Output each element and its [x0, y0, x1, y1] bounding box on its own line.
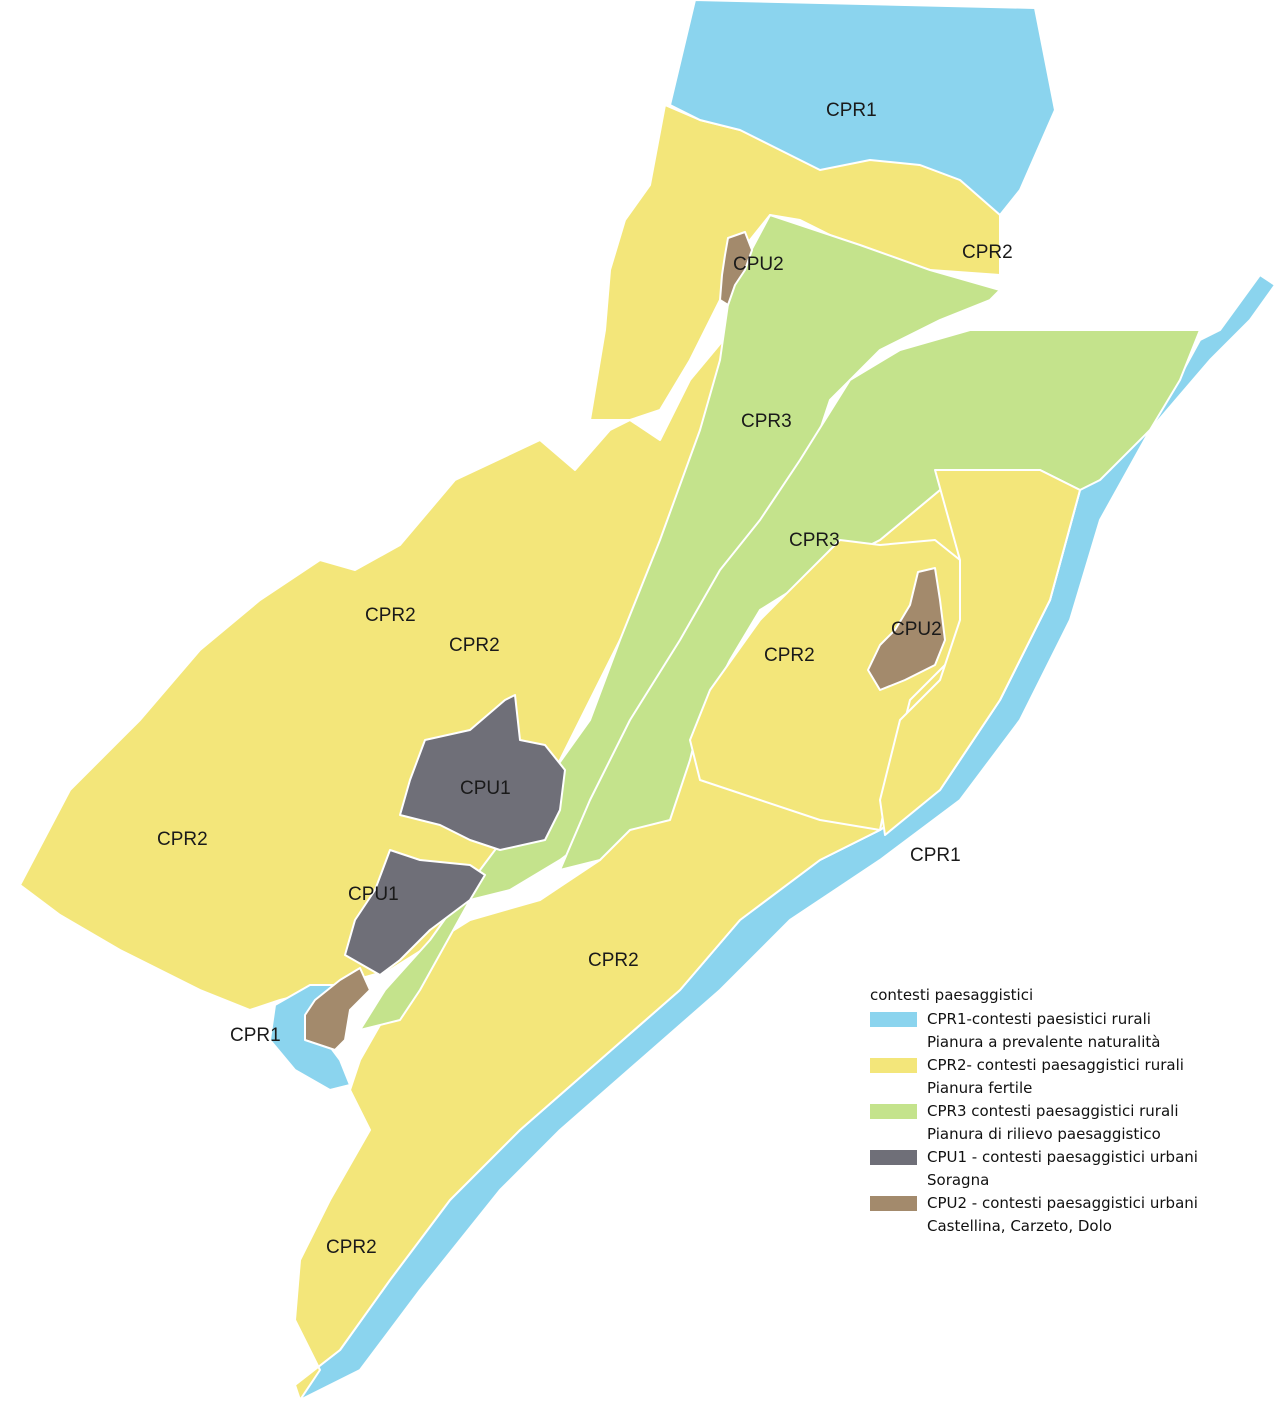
legend-item-cpr2: CPR2- contesti paesaggistici rurali Pian…: [870, 1054, 1270, 1100]
label-cpu1-b: CPU1: [348, 884, 399, 905]
label-cpr1-left: CPR1: [230, 1025, 281, 1046]
legend-swatch-cpu1: [870, 1150, 917, 1165]
label-cpr3-a: CPR3: [741, 411, 792, 432]
label-cpr3-b: CPR3: [789, 530, 840, 551]
label-cpr2-right: CPR2: [764, 645, 815, 666]
label-cpr1-right: CPR1: [910, 845, 961, 866]
zone-cpr1-top: [669, 0, 1056, 216]
label-cpu1-a: CPU1: [460, 778, 511, 799]
zone-cpu1-lower: [344, 849, 486, 976]
legend-swatch-cpu2: [870, 1196, 917, 1211]
label-cpu2-right: CPU2: [891, 619, 942, 640]
legend-sublabel: Castellina, Carzeto, Dolo: [927, 1217, 1112, 1235]
legend-item-cpr3: CPR3 contesti paesaggistici rurali Pianu…: [870, 1100, 1270, 1146]
label-cpr2-top: CPR2: [962, 242, 1013, 263]
legend-title: contesti paesaggistici: [870, 986, 1034, 1004]
legend-label: CPU2 - contesti paesaggistici urbani: [927, 1194, 1198, 1212]
label-cpr2-west: CPR2: [157, 829, 208, 850]
legend-sublabel: Pianura a prevalente naturalità: [927, 1033, 1161, 1051]
map-legend: contesti paesaggistici CPR1-contesti pae…: [870, 984, 1270, 1238]
zone-cpu2-lower-left: [304, 967, 371, 1051]
legend-swatch-cpr3: [870, 1104, 917, 1119]
legend-label: CPR1-contesti paesistici rurali: [927, 1010, 1151, 1028]
zone-cpu2-right: [867, 567, 946, 691]
legend-swatch-cpr1: [870, 1012, 917, 1027]
label-cpr2-mid-b: CPR2: [449, 635, 500, 656]
legend-sublabel: Soragna: [927, 1171, 990, 1189]
zone-cpr3-east: [559, 329, 1201, 871]
legend-swatch-cpr2: [870, 1058, 917, 1073]
label-cpr2-mid-a: CPR2: [365, 605, 416, 626]
legend-label: CPR2- contesti paesaggistici rurali: [927, 1056, 1184, 1074]
label-cpr1-top: CPR1: [826, 100, 877, 121]
zone-cpu2-top: [719, 231, 753, 306]
legend-item-cpr1: CPR1-contesti paesistici rurali Pianura …: [870, 1008, 1270, 1054]
legend-sublabel: Pianura fertile: [927, 1079, 1033, 1097]
legend-label: CPR3 contesti paesaggistici rurali: [927, 1102, 1179, 1120]
legend-sublabel: Pianura di rilievo paesaggistico: [927, 1125, 1161, 1143]
label-cpr2-center: CPR2: [588, 950, 639, 971]
legend-item-cpu1: CPU1 - contesti paesaggistici urbani Sor…: [870, 1146, 1270, 1192]
legend-item-cpu2: CPU2 - contesti paesaggistici urbani Cas…: [870, 1192, 1270, 1238]
zone-cpu1-upper: [399, 694, 566, 851]
legend-label: CPU1 - contesti paesaggistici urbani: [927, 1148, 1198, 1166]
zone-cpr2-east-outer: [879, 469, 1081, 836]
label-cpu2-top: CPU2: [733, 254, 784, 275]
label-cpr2-bottom: CPR2: [326, 1237, 377, 1258]
